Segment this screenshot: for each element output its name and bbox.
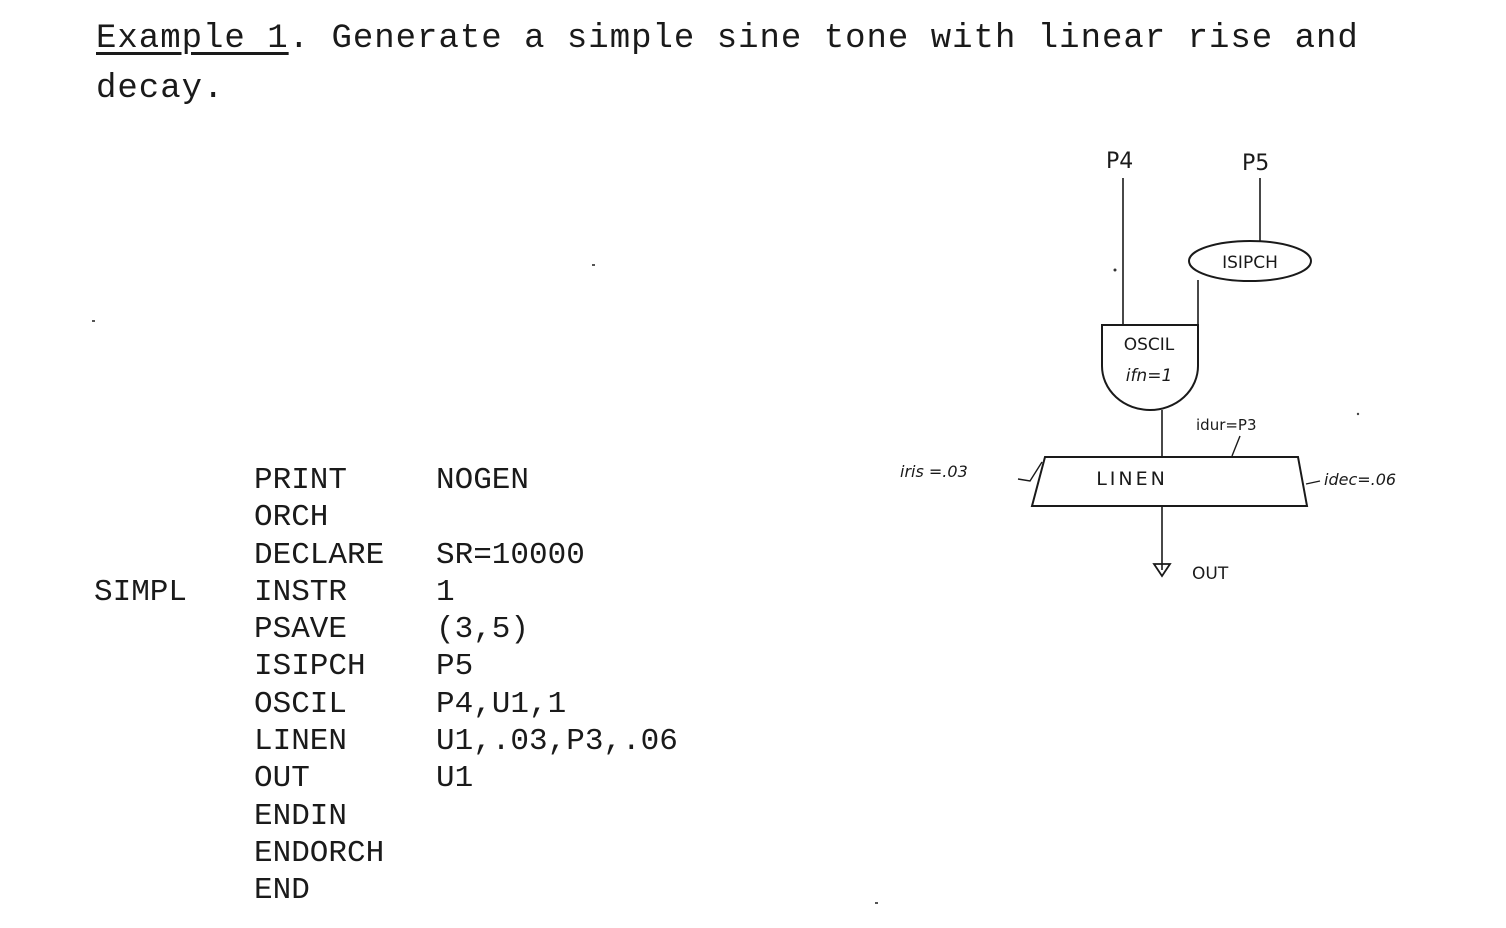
idec-label: idec=.06 [1324, 470, 1396, 489]
code-line-label [94, 686, 254, 723]
idur-tick [1231, 435, 1241, 457]
speck [875, 902, 878, 904]
code-line-label: SIMPL [94, 574, 188, 610]
instrument-flow-diagram: P4 P5 ISIPCH OSCIL ifn=1 idur=P3 LINEN i… [900, 149, 1396, 584]
isipch-label: ISIPCH [1222, 253, 1278, 273]
code-line-opcode: ORCH [254, 500, 329, 536]
example-label: Example 1 [96, 20, 289, 58]
code-line-arguments: P4,U1,1 [436, 686, 567, 722]
p5-input-label: P5 [1242, 151, 1269, 176]
example-description: . Generate a simple sine tone with linea… [96, 20, 1359, 108]
code-line-arguments: P5 [436, 649, 474, 685]
code-line: ENDIN [94, 798, 678, 835]
code-line: OSCIL P4,U1,1 [94, 686, 678, 723]
p4-input-label: P4 [1106, 149, 1133, 174]
oscil-unit [1101, 324, 1199, 411]
code-line-arguments: U1,.03,P3,.06 [436, 724, 678, 760]
code-line-label [94, 537, 254, 574]
code-line-label [94, 723, 254, 760]
out-arrow-icon [1152, 563, 1172, 578]
oscil-param-label: ifn=1 [1126, 366, 1173, 386]
code-line: DECLARE SR=10000 [94, 537, 678, 574]
speck [592, 264, 595, 266]
code-line-label [94, 611, 254, 648]
code-line-opcode: OSCIL [254, 686, 348, 722]
code-line-opcode: DECLARE [254, 537, 385, 573]
code-line-opcode: ENDIN [254, 798, 348, 834]
code-line-arguments: U1 [436, 761, 474, 797]
code-line: OUT U1 [94, 760, 678, 797]
code-line-opcode: PRINT [254, 463, 348, 498]
isipch-unit [1188, 240, 1312, 282]
code-line-label [94, 648, 254, 685]
code-line: ORCH [94, 499, 678, 536]
code-line-label [94, 760, 254, 797]
iris-tick [1017, 461, 1043, 482]
out-label: OUT [1192, 564, 1229, 584]
oscil-label: OSCIL [1124, 335, 1175, 355]
code-line: ISIPCH P5 [94, 648, 678, 685]
speck [92, 320, 95, 322]
code-line-opcode: OUT [254, 761, 310, 797]
code-line: END [94, 872, 678, 909]
code-line-opcode: END [254, 873, 310, 909]
idec-tick [1305, 480, 1321, 485]
code-line-opcode: LINEN [254, 724, 348, 760]
code-line-opcode: PSAVE [254, 612, 348, 648]
code-line-label [94, 462, 254, 499]
code-line-opcode: INSTR [254, 574, 348, 610]
code-line-arguments: (3,5) [436, 612, 530, 648]
code-line-label [94, 499, 254, 536]
code-line-arguments: 1 [436, 574, 455, 610]
code-line: SIMPL INSTR 1 [94, 574, 678, 611]
speck [1113, 268, 1117, 272]
code-line-label [94, 798, 254, 835]
code-line: ENDORCH [94, 835, 678, 872]
code-line-opcode: ISIPCH [254, 649, 366, 685]
code-line: LINEN U1,.03,P3,.06 [94, 723, 678, 760]
code-line-opcode: ENDORCH [254, 835, 385, 871]
code-line: PSAVE (3,5) [94, 611, 678, 648]
code-line: PRINT NOGEN [94, 462, 678, 499]
linen-unit [1030, 456, 1309, 507]
idur-label: idur=P3 [1196, 416, 1257, 434]
linen-label: LINEN [1096, 468, 1168, 490]
iris-label: iris =.03 [900, 462, 968, 481]
code-line-arguments: NOGEN [436, 463, 530, 498]
example-heading: Example 1. Generate a simple sine tone w… [96, 14, 1486, 114]
code-line-label [94, 835, 254, 872]
code-line-arguments: SR=10000 [436, 537, 585, 573]
code-line-label [94, 872, 254, 909]
speck [1356, 412, 1360, 416]
